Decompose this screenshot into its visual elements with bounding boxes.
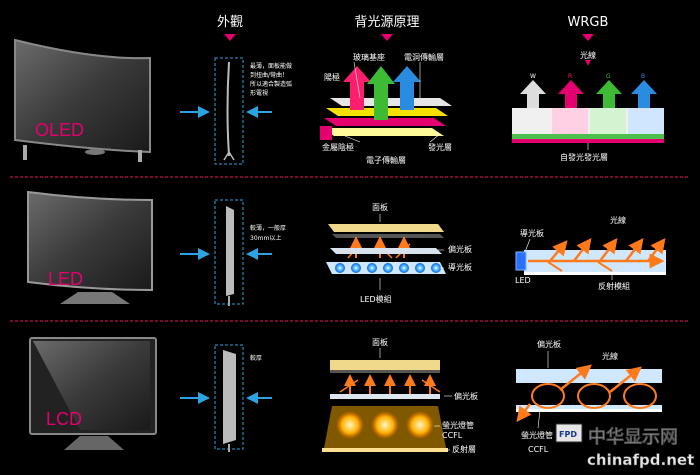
svg-text:R: R <box>568 73 572 80</box>
led-panel-layer <box>328 224 444 238</box>
lcd-side-ccfl-en-label: CCFL <box>528 445 549 454</box>
svg-text:形電視: 形電視 <box>250 89 268 97</box>
lcd-panel-label: 面板 <box>372 337 388 347</box>
oled-emitting-layer: 發光層 <box>428 142 452 152</box>
led-side-guide-label: 導光板 <box>520 228 544 238</box>
led-module-lights <box>335 263 441 273</box>
lcd-light-rays <box>339 374 441 394</box>
watermark-url: chinafpd.net <box>587 451 694 469</box>
lcd-tv-label: LCD <box>46 409 82 429</box>
oled-profile <box>180 57 272 165</box>
led-guide-label: 導光板 <box>448 262 472 272</box>
watermark: FPD 中华显示网 chinafpd.net <box>555 423 694 469</box>
header-backlight-marker <box>381 34 393 41</box>
svg-text:較薄，一般厚: 較薄，一般厚 <box>250 224 286 232</box>
svg-text:B: B <box>641 73 645 80</box>
svg-text:最薄，面板能做: 最薄，面板能做 <box>250 62 292 70</box>
led-polarizer-layer <box>330 248 442 254</box>
oled-etl-bottom: 電子傳輸層 <box>366 155 406 165</box>
svg-text:30mm以上: 30mm以上 <box>250 234 281 242</box>
header-exterior: 外觀 <box>217 15 243 30</box>
svg-text:G: G <box>606 73 611 80</box>
oled-glass-substrate: 玻璃基座 <box>353 52 385 62</box>
svg-text:到扭曲/彎曲！: 到扭曲/彎曲！ <box>250 71 288 79</box>
lcd-reflector-label: 反射層 <box>452 444 476 454</box>
lcd-side-view <box>516 364 662 422</box>
lcd-note: 較厚 <box>250 354 262 362</box>
lcd-side-ccfl-label: 螢光燈管 <box>521 430 553 440</box>
wrgb-self-emit-label: 自發光發光層 <box>560 152 608 162</box>
led-side-led-label: LED <box>515 276 531 285</box>
lcd-ccfl-label: 螢光燈管 <box>442 420 474 430</box>
oled-color-arrows <box>343 66 421 120</box>
lcd-ccfl-en-label: CCFL <box>442 431 463 440</box>
lcd-side-light-label: 光線 <box>602 351 618 361</box>
lcd-profile <box>180 344 272 452</box>
header-wrgb: WRGB <box>568 15 609 30</box>
oled-tv-label: OLED <box>35 120 84 140</box>
watermark-cn: 中华显示网 <box>588 426 678 448</box>
oled-tv-image <box>14 38 151 162</box>
header-exterior-marker <box>224 34 236 41</box>
lcd-side-polarizer-label: 偏光板 <box>537 339 561 349</box>
led-side-reflect-label: 反射模組 <box>598 281 630 291</box>
lcd-ccfl-lamps <box>322 406 448 452</box>
led-tv-label: LED <box>48 269 83 289</box>
lcd-tv-image <box>29 337 157 450</box>
svg-text:所以適合製造弧: 所以適合製造弧 <box>250 80 292 88</box>
wrgb-letters: W R G B <box>530 73 645 80</box>
oled-metal-cathode: 金屬陰極 <box>322 142 354 152</box>
wrgb-light-label: 光線 <box>580 50 596 60</box>
watermark-logo-text: FPD <box>559 430 577 439</box>
oled-note: 最薄，面板能做 到扭曲/彎曲！ 所以適合製造弧 形電視 <box>250 62 292 97</box>
oled-etl-top: 電洞傳輸層 <box>404 52 444 62</box>
oled-anode: 陽極 <box>324 72 340 82</box>
wrgb-pixel-block <box>512 108 664 143</box>
led-tv-image <box>27 190 153 304</box>
lcd-panel-layer <box>330 360 440 373</box>
header-backlight: 背光源原理 <box>354 15 419 30</box>
led-module-label: LED模組 <box>360 294 392 304</box>
led-polarizer-label: 偏光板 <box>448 244 472 254</box>
svg-text:W: W <box>530 73 536 80</box>
led-panel-label: 面板 <box>372 202 388 212</box>
led-side-view <box>515 238 666 275</box>
lcd-polarizer-layer <box>330 394 440 399</box>
led-profile <box>180 199 272 306</box>
lcd-polarizer-label: 偏光板 <box>454 391 478 401</box>
wrgb-arrows <box>520 80 657 108</box>
header-wrgb-marker <box>582 34 594 41</box>
led-side-light-label: 光線 <box>610 215 626 225</box>
led-note: 較薄，一般厚 30mm以上 <box>250 224 286 242</box>
